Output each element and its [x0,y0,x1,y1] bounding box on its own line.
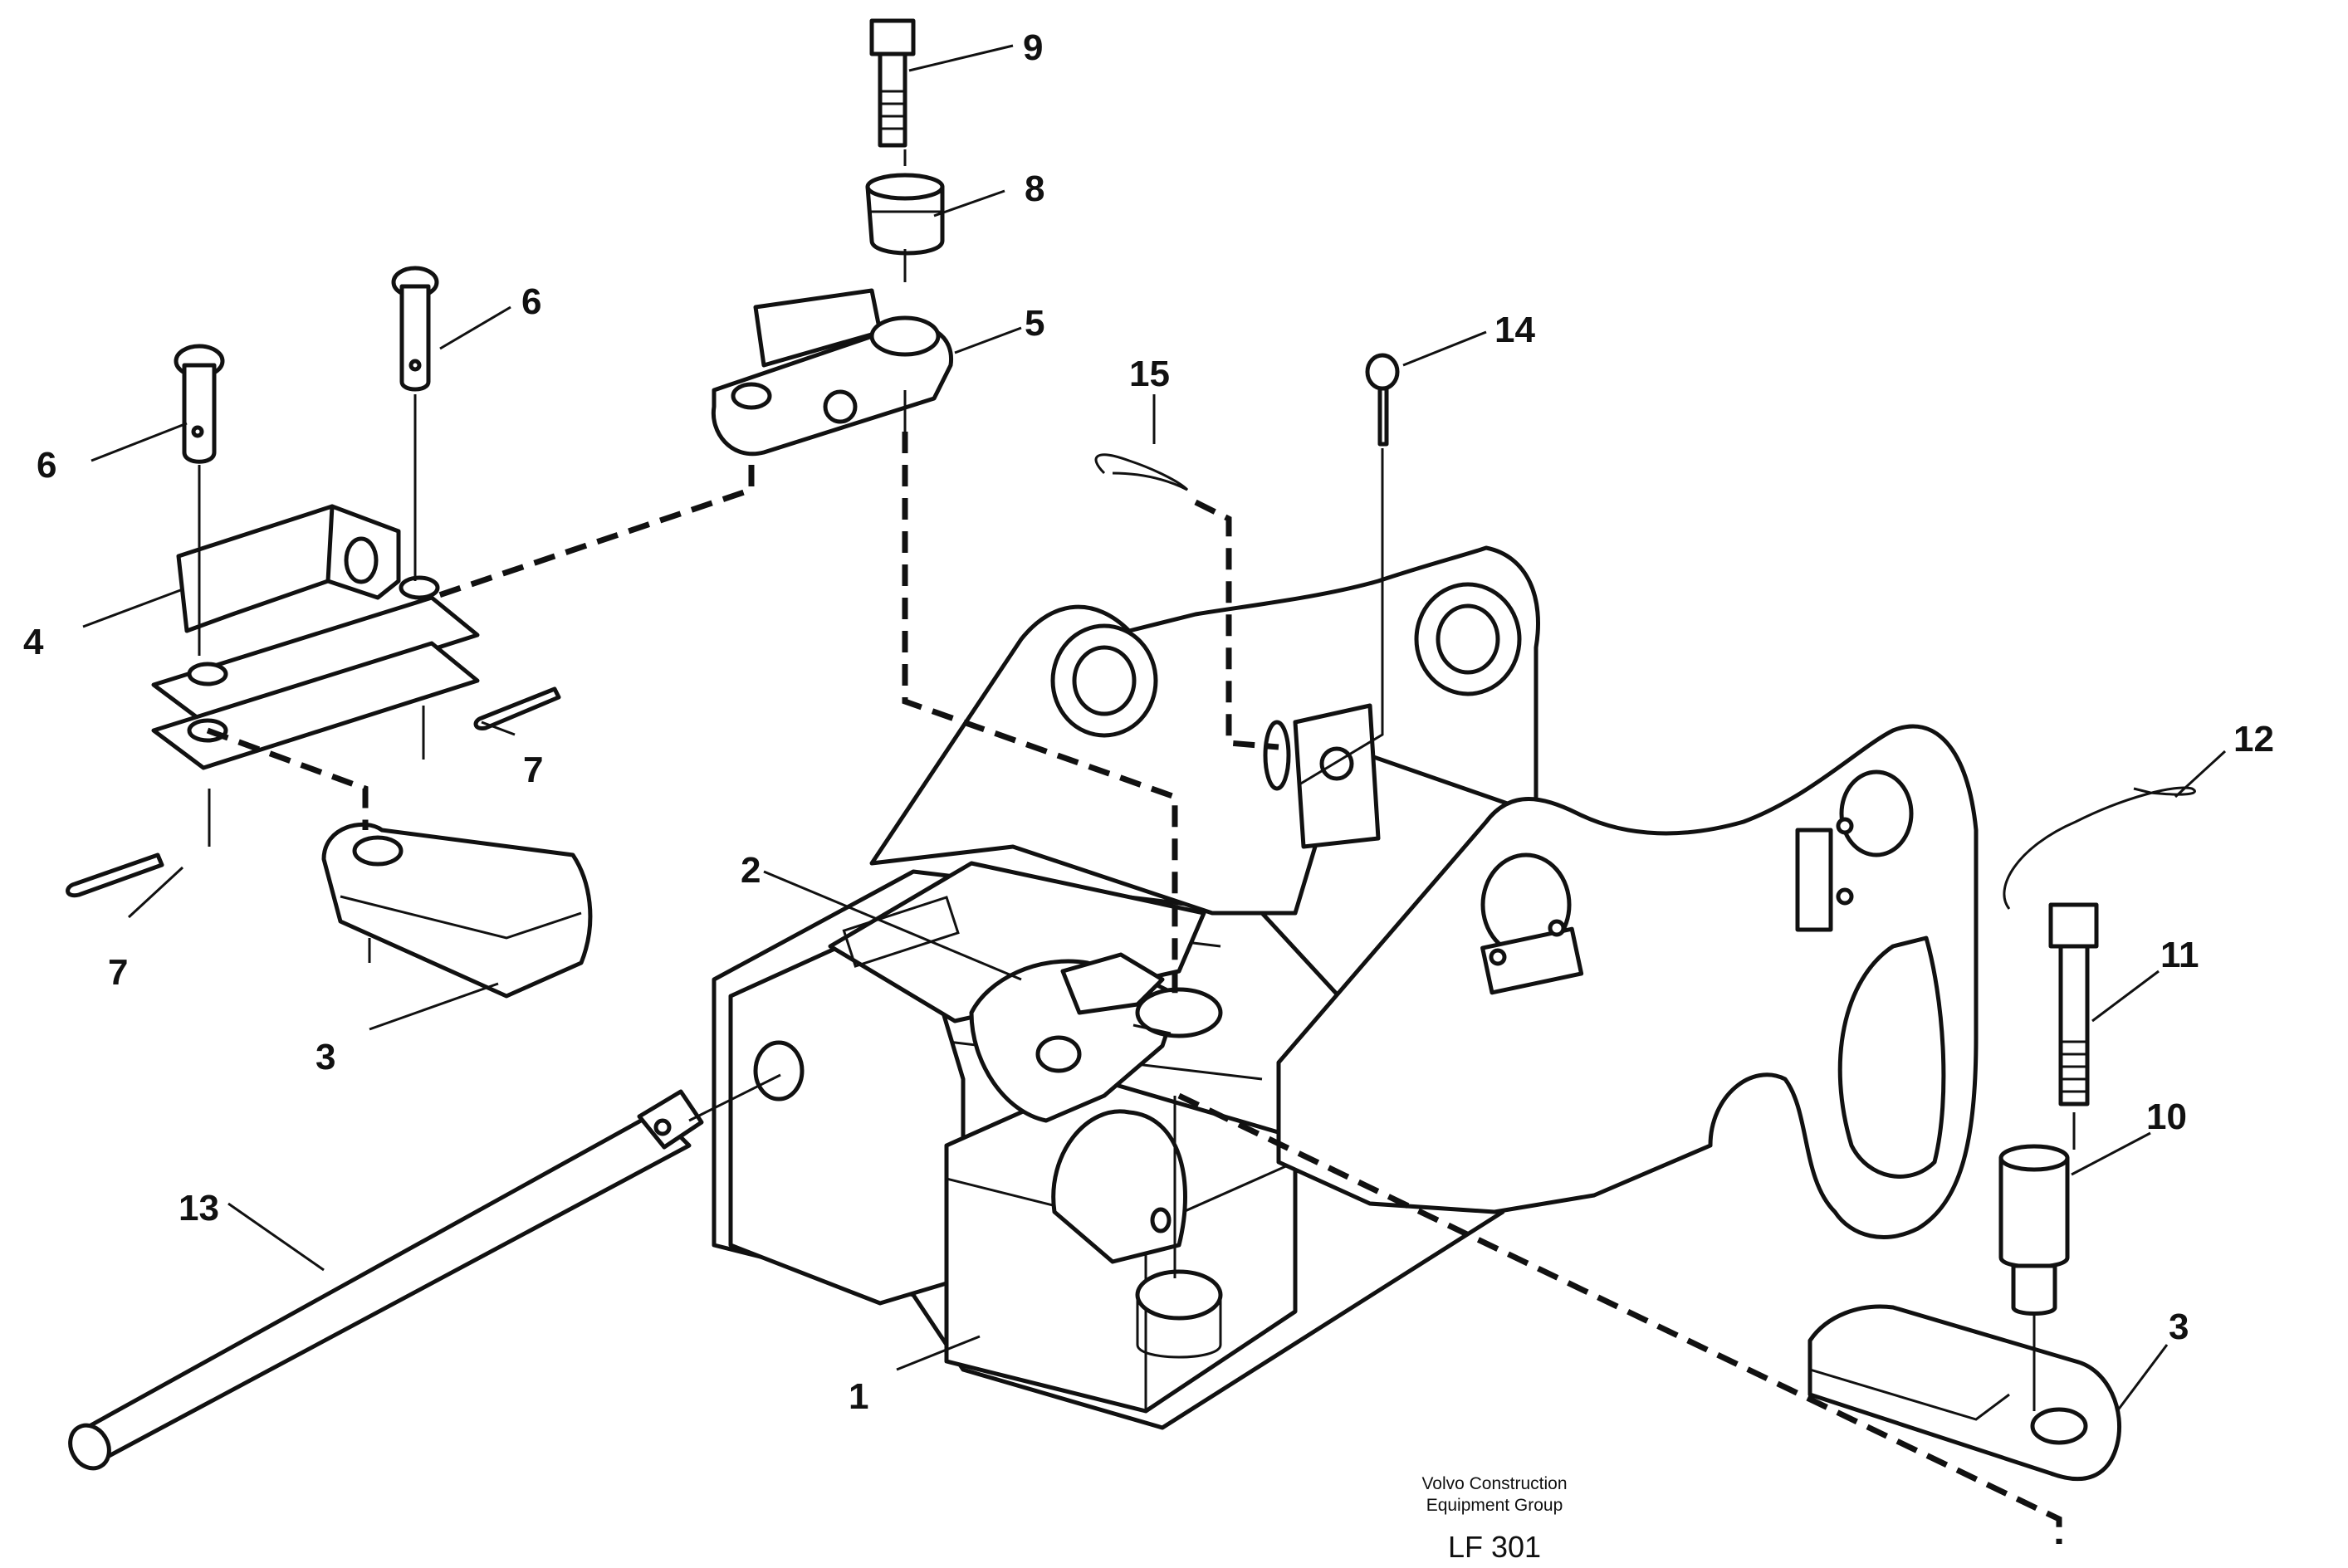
callout-11: 11 [2160,935,2199,975]
callout-7-left: 7 [108,952,128,993]
quick-coupler-frame [712,545,1979,1430]
callout-6-left: 6 [37,445,56,486]
callout-3-right: 3 [2169,1307,2189,1347]
latch-part [969,952,1223,1359]
footer-block: Volvo Construction Equipment Group LF 30… [1421,1474,1567,1564]
callout-4: 4 [23,622,44,662]
pin-part-6a [174,344,225,464]
callout-5: 5 [1025,303,1044,344]
long-pin-part [68,1089,704,1471]
callout-14: 14 [1494,310,1535,350]
wire-part [2003,786,2196,910]
figure-code: LF 301 [1448,1530,1541,1564]
callout-10: 10 [2146,1097,2187,1137]
spring-clip-part [1094,453,1189,491]
long-bolt-part [2048,902,2099,1106]
clamp-block-right [1807,1304,2122,1482]
split-pin-part-7a [473,686,561,730]
company-name-line1: Volvo Construction [1421,1474,1567,1493]
callout-8: 8 [1025,169,1044,209]
bolt-part [869,18,916,148]
callout-15: 15 [1129,354,1170,394]
company-name-line2: Equipment Group [1426,1496,1563,1515]
callout-9: 9 [1023,27,1043,68]
clamp-block-left [321,822,593,999]
split-pin-part-7b [66,852,164,898]
callout-7-right: 7 [523,750,543,790]
assembly-lines [198,149,2076,1544]
callout-13: 13 [179,1188,219,1229]
leader-lines [82,44,2227,1412]
lever-part [711,288,954,457]
callout-2: 2 [741,850,761,891]
sleeve-part [1998,1144,2070,1316]
callout-12: 12 [2233,719,2274,760]
bracket-part [151,504,480,770]
callout-3-left: 3 [316,1037,335,1077]
callout-labels: 1 2 3 3 4 5 6 6 7 7 8 9 10 11 12 13 14 1… [23,27,2274,1417]
bushing-part [865,173,945,256]
ring-pin-part [1365,353,1400,447]
callout-1: 1 [849,1376,868,1417]
pin-part-6b [391,266,439,392]
callout-6-right: 6 [521,281,541,322]
